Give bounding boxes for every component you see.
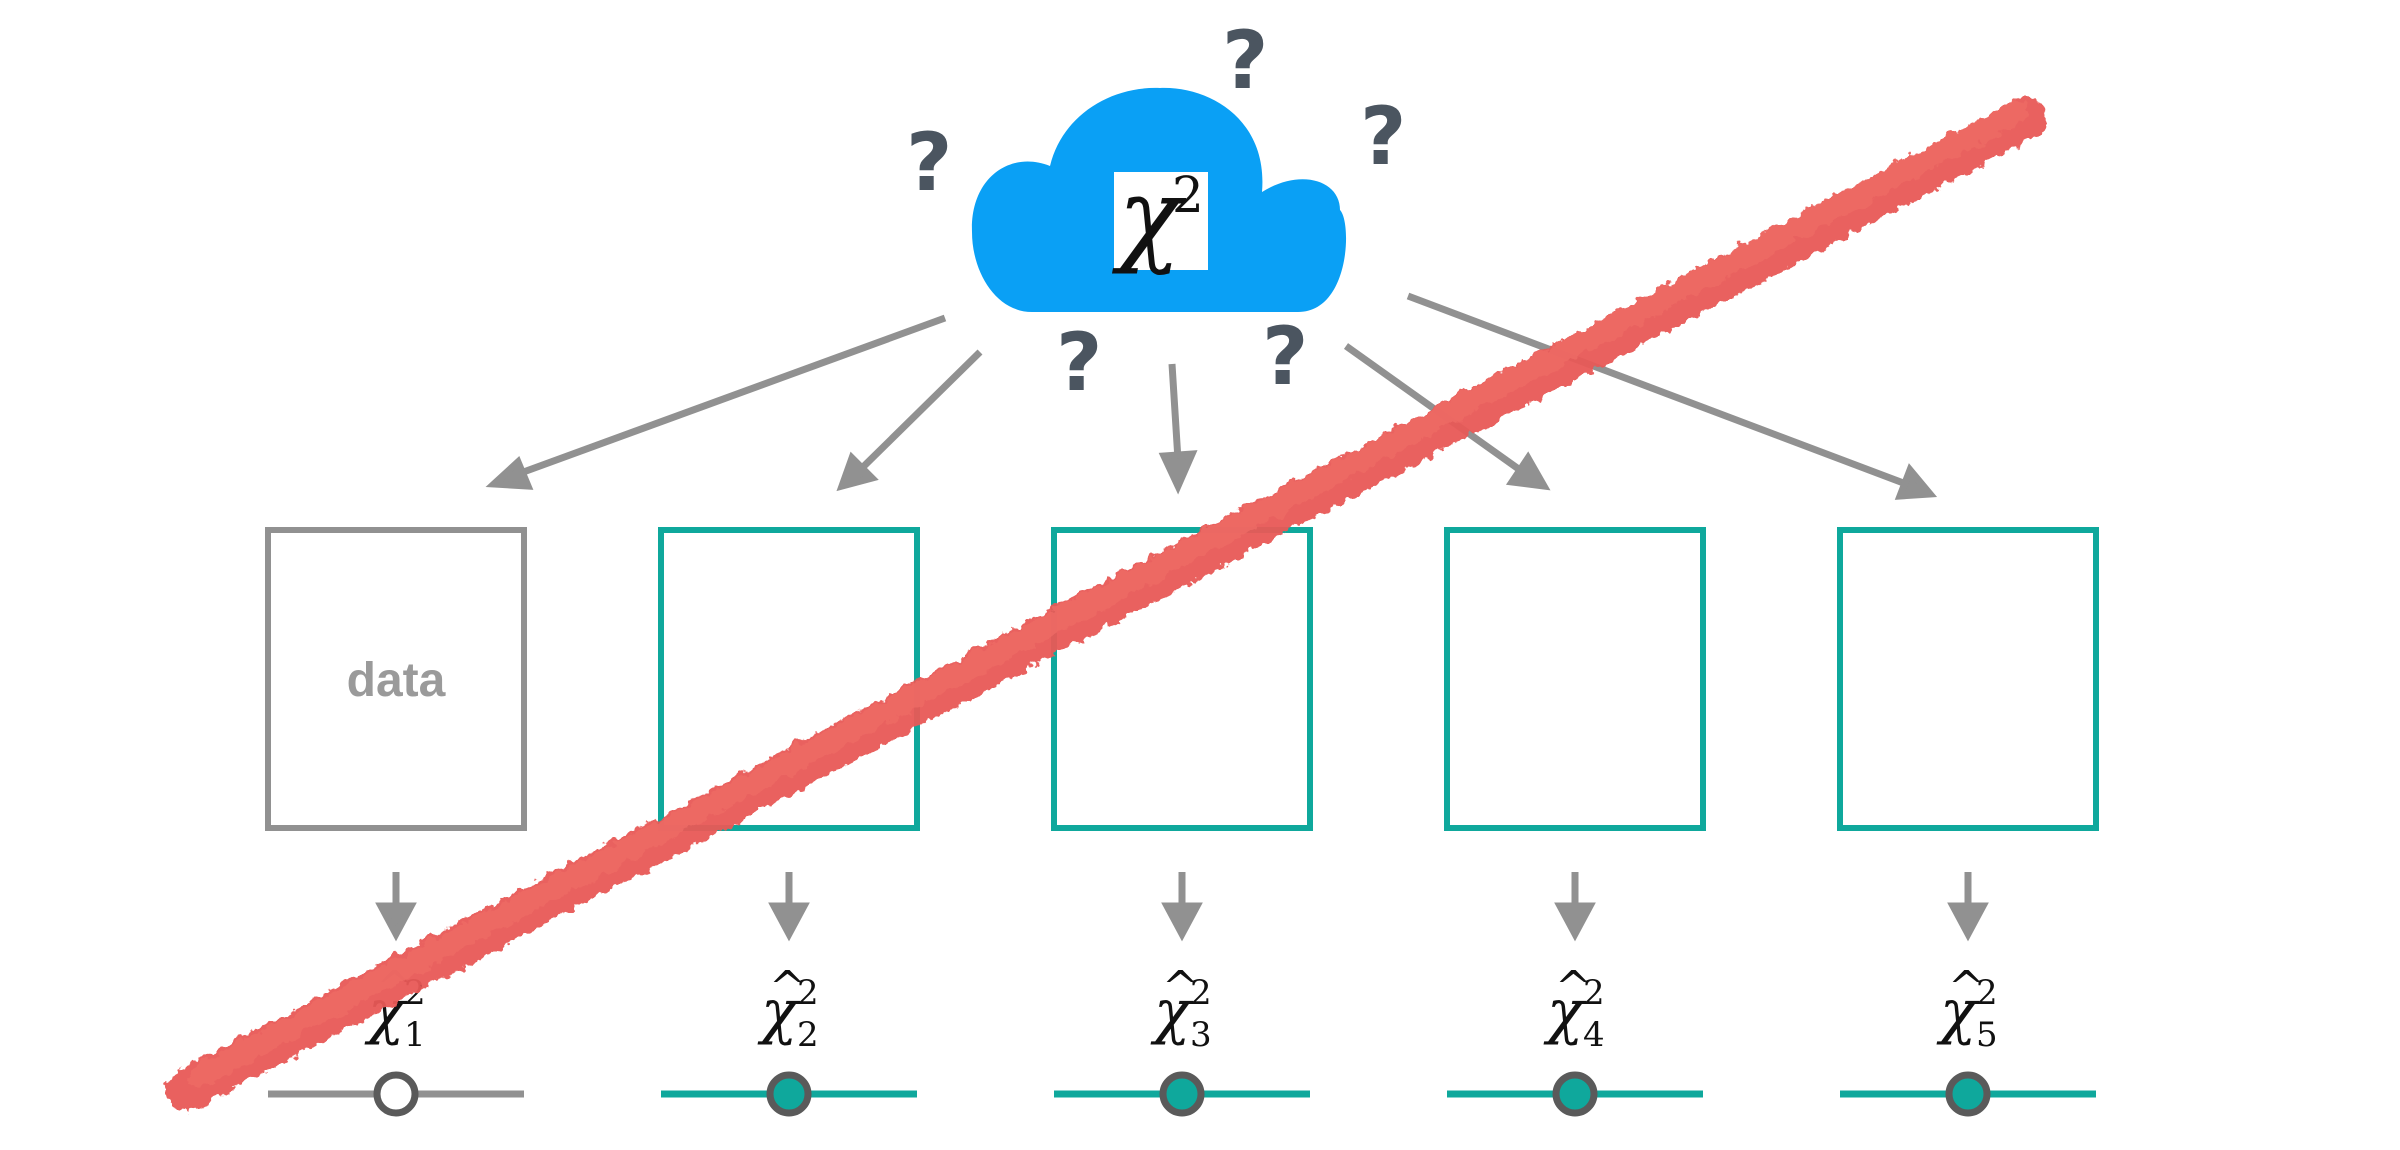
red-strike-through [165,97,2047,1111]
hat-symbol: ^ [1555,962,1592,1013]
question-mark: ? [1360,90,1406,183]
question-marks: ? ? ? ? ? [906,14,1406,409]
arrowhead-icon [1158,450,1198,495]
hat-symbol: ^ [1948,962,1985,1013]
exponent: 2 [1976,973,1998,1013]
estimate-scales [268,1071,2096,1117]
down-arrows [375,872,1989,942]
arrowhead-icon [1554,902,1596,942]
dataset-boxes [265,527,2099,831]
data-box-simulated-2 [658,527,920,831]
sampling-arrows [485,292,1938,500]
exponent: 2 [1190,973,1212,1013]
arrow-to-box-3 [1168,363,1182,461]
chi-symbol: χ [1150,977,1194,1047]
chi-symbol: χ [757,977,801,1047]
estimate-label-4: ^ χ 2 4 [1543,962,1605,1055]
marker-hollow-1 [373,1071,419,1117]
subscript: 3 [1190,1015,1212,1055]
marker-filled-3 [1159,1071,1205,1117]
question-mark: ? [906,116,952,209]
arrowhead-icon [768,902,810,942]
chi-square-symbol: χ [1111,155,1187,277]
subscript: 1 [404,1015,426,1055]
question-mark: ? [1262,310,1308,403]
arrowhead-icon [1161,902,1203,942]
arrowhead-icon [836,451,879,492]
chi-square-exponent: 2 [1172,166,1204,224]
data-box-simulated-5 [1837,527,2099,831]
hat-symbol: ^ [1162,962,1199,1013]
marker-filled-2 [766,1071,812,1117]
arrow-to-box-2 [859,349,983,471]
marker-filled-4 [1552,1071,1598,1117]
arrowhead-icon [1894,463,1938,500]
estimate-labels: ^ χ 2 1 ^ χ 2 2 ^ χ 2 3 ^ χ 2 4 ^ χ 2 5 [364,962,1998,1055]
data-label: data [347,654,446,707]
hat-symbol: ^ [769,962,806,1013]
chi-square-cloud: χ 2 [971,87,1347,312]
question-mark: ? [1222,14,1268,107]
estimate-label-3: ^ χ 2 3 [1150,962,1212,1055]
data-box-simulated-3 [1051,527,1313,831]
arrowhead-icon [485,456,534,490]
arrowhead-icon [1947,902,1989,942]
exponent: 2 [797,973,819,1013]
arrow-to-box-1 [516,314,947,478]
arrowhead-icon [1505,451,1551,491]
subscript: 5 [1976,1015,1998,1055]
subscript: 4 [1583,1015,1605,1055]
question-mark: ? [1056,316,1102,409]
data-box-simulated-4 [1444,527,1706,831]
chi-symbol: χ [1543,977,1587,1047]
exponent: 2 [1583,973,1605,1013]
estimate-label-2: ^ χ 2 2 [757,962,819,1055]
arrowhead-icon [375,902,417,942]
chi-square-symbol-box [1114,172,1208,270]
data-box-observed [265,527,527,831]
subscript: 2 [797,1015,819,1055]
estimate-label-5: ^ χ 2 5 [1936,962,1998,1055]
chi-symbol: χ [1936,977,1980,1047]
marker-filled-5 [1945,1071,1991,1117]
arrow-to-box-5 [1406,292,1908,488]
strike-stroke-texture [189,101,2027,1087]
